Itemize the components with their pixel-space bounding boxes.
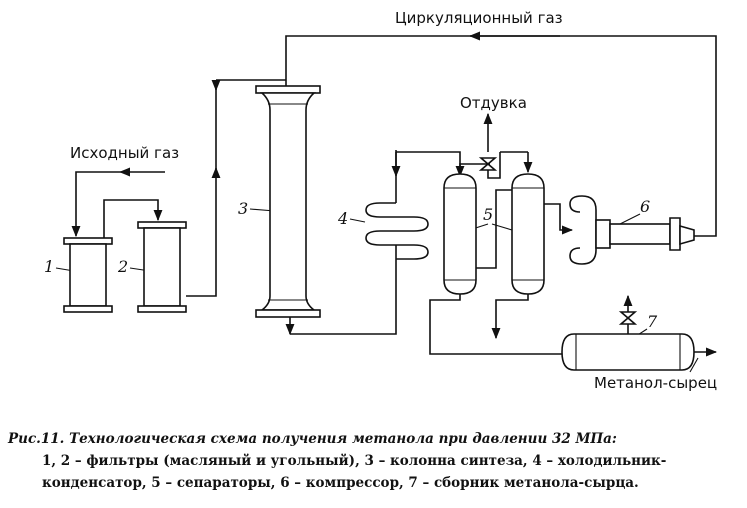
compressor-6 [569,195,695,265]
separator-to-compressor [544,203,574,235]
caption-title: Рис.11. Технологическая схема получения … [8,431,617,447]
liquid-lines [429,294,568,355]
raw-methanol-label: Метанол-сырец [594,374,717,392]
purge-line [478,112,501,179]
number-5: 5 [483,205,493,224]
number-7: 7 [647,312,658,331]
circulating-gas-label: Циркуляционный газ [395,9,563,27]
filter-2-carbon [137,221,187,313]
filter-1-oil [63,237,113,313]
synthesis-column-3 [255,85,321,318]
collector-7 [561,294,718,373]
number-3: 3 [238,199,248,218]
number-6: 6 [640,197,650,216]
caption-legend: 1, 2 – фильтры (масляный и угольный), 3 … [42,453,667,491]
feed-gas-label: Исходный газ [70,144,179,162]
figure-caption: Рис.11. Технологическая схема получения … [8,428,738,494]
separators-5 [443,151,545,295]
feed-gas-pipes [71,80,221,297]
number-2: 2 [117,257,128,276]
purge-label: Отдувка [460,94,527,112]
column-to-condenser-pipe [285,245,397,336]
number-4: 4 [337,209,348,228]
circulating-gas-loop [211,31,717,237]
number-1: 1 [44,257,54,276]
process-diagram: Циркуляционный газ Отдувка Исходный газ … [44,9,718,392]
